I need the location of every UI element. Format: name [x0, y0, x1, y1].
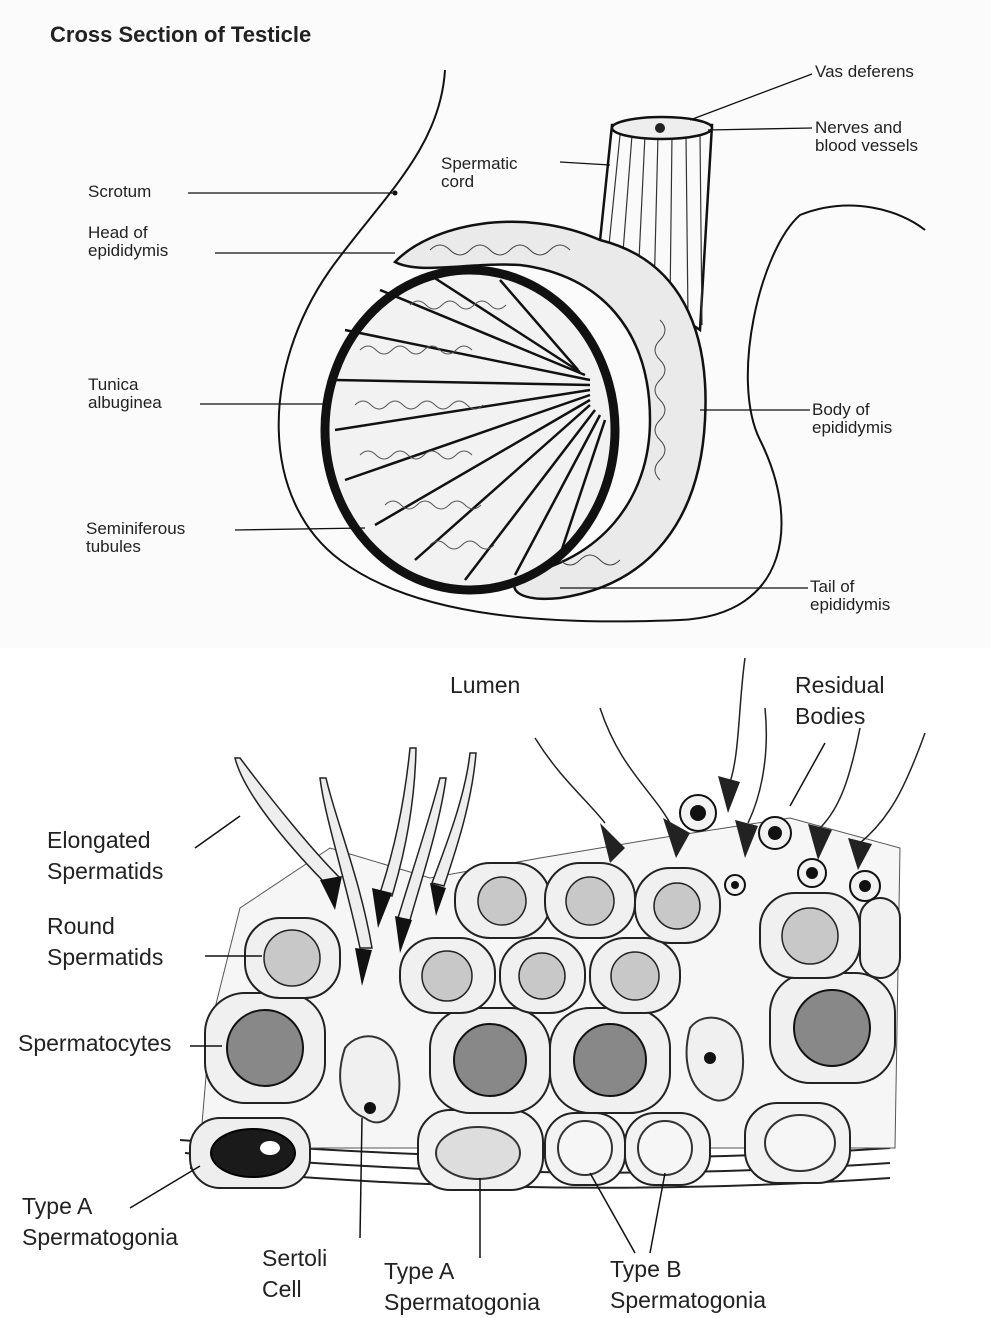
diagram-title: Cross Section of Testicle	[50, 22, 311, 48]
label-spermatocytes: Spermatocytes	[18, 1028, 171, 1059]
label-spermatic-cord: Spermatic cord	[441, 155, 518, 191]
label-residual-bodies: Residual Bodies	[795, 670, 885, 732]
label-elongated-spermatids: Elongated Spermatids	[47, 825, 163, 887]
label-head-of-epididymis: Head of epididymis	[88, 224, 168, 260]
type-a-spermatogonium-left	[190, 1118, 310, 1188]
label-nerves-blood-vessels: Nerves and blood vessels	[815, 119, 918, 155]
label-tail-of-epididymis: Tail of epididymis	[810, 578, 890, 614]
testicle-cross-section-panel: Cross Section of Testicle Vas deferens N…	[0, 0, 991, 648]
seminiferous-epithelium-panel: Lumen Residual Bodies Elongated Spermati…	[0, 648, 991, 1317]
label-type-a-spermatogonia-left: Type A Spermatogonia	[22, 1191, 178, 1253]
label-type-a-spermatogonia-center: Type A Spermatogonia	[384, 1256, 540, 1318]
label-tunica-albuginea: Tunica albuginea	[88, 376, 162, 412]
label-sertoli-cell: Sertoli Cell	[262, 1243, 327, 1305]
label-seminiferous-tubules: Seminiferous tubules	[86, 520, 185, 556]
label-vas-deferens: Vas deferens	[815, 63, 914, 81]
label-round-spermatids: Round Spermatids	[47, 911, 163, 973]
label-lumen: Lumen	[450, 670, 520, 701]
label-scrotum: Scrotum	[88, 183, 151, 201]
tunica-albuginea	[325, 270, 615, 590]
label-body-of-epididymis: Body of epididymis	[812, 401, 892, 437]
label-type-b-spermatogonia: Type B Spermatogonia	[610, 1254, 766, 1316]
